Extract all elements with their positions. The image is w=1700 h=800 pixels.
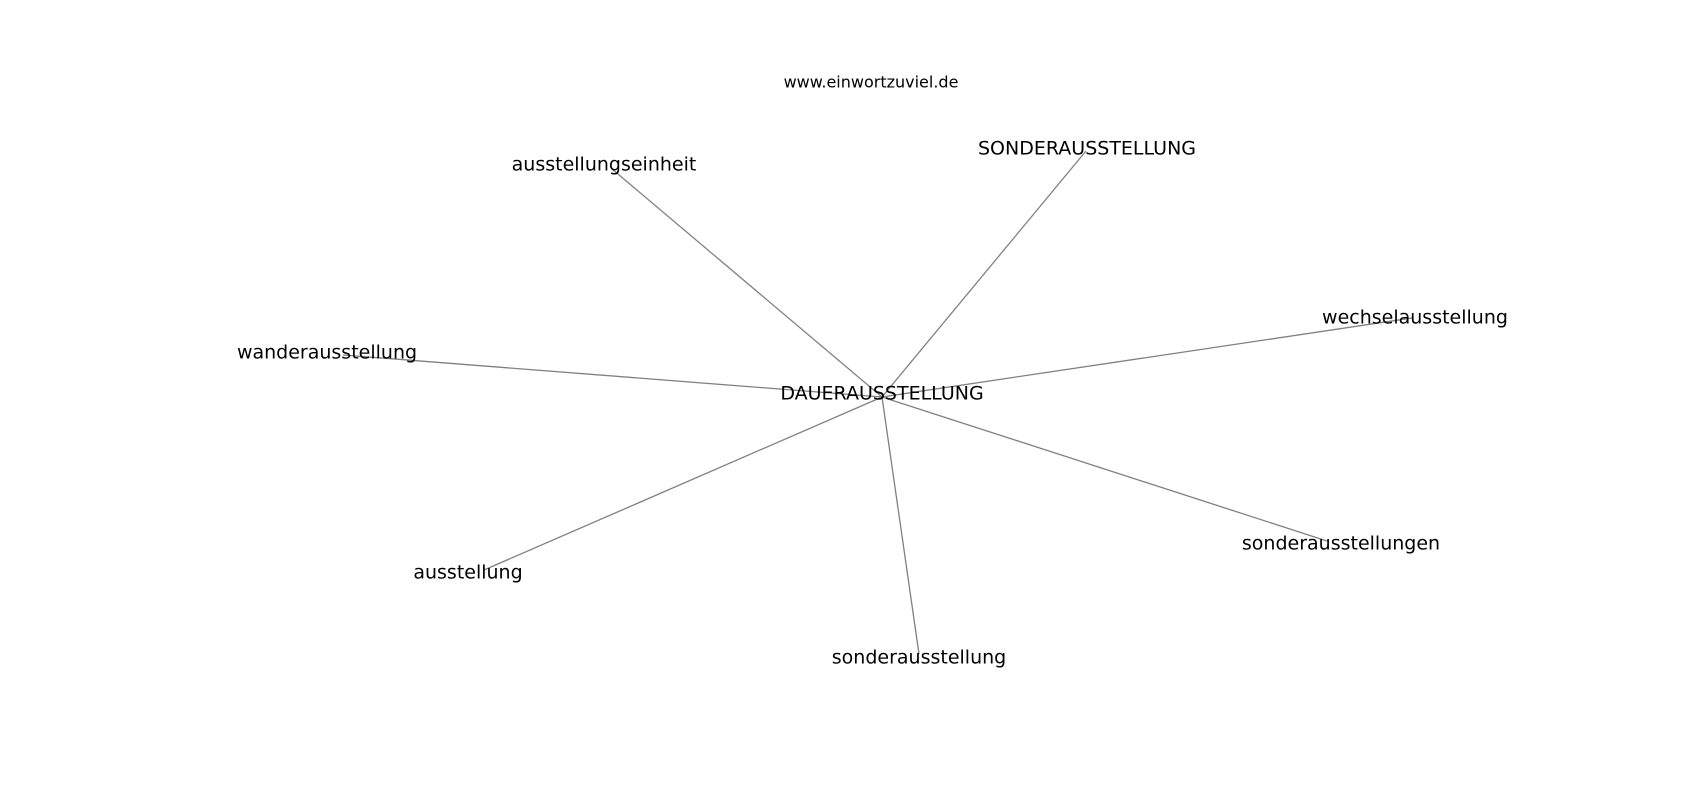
node-label-ausstellungseinheit: ausstellungseinheit (511, 153, 697, 176)
edge-sonderausstellung-caps (881, 150, 1087, 398)
edge-ausstellung (483, 396, 883, 571)
node-label-wanderausstellung: wanderausstellung (236, 341, 418, 364)
edge-ausstellungseinheit (611, 168, 883, 398)
edge-sonderausstellung (881, 396, 920, 655)
node-label-sonderausstellung-caps: SONDERAUSSTELLUNG (978, 137, 1196, 160)
center-node-label: DAUERAUSSTELLUNG (780, 382, 984, 405)
edge-wanderausstellung (342, 354, 883, 398)
node-label-ausstellung: ausstellung (413, 561, 523, 584)
edge-sonderausstellungen (881, 396, 1328, 542)
watermark-url: www.einwortzuviel.de (783, 72, 959, 92)
node-label-sonderausstellungen: sonderausstellungen (1241, 532, 1441, 555)
edge-wechselausstellung (881, 317, 1413, 398)
node-label-wechselausstellung: wechselausstellung (1322, 306, 1508, 329)
node-label-sonderausstellung: sonderausstellung (831, 646, 1007, 669)
